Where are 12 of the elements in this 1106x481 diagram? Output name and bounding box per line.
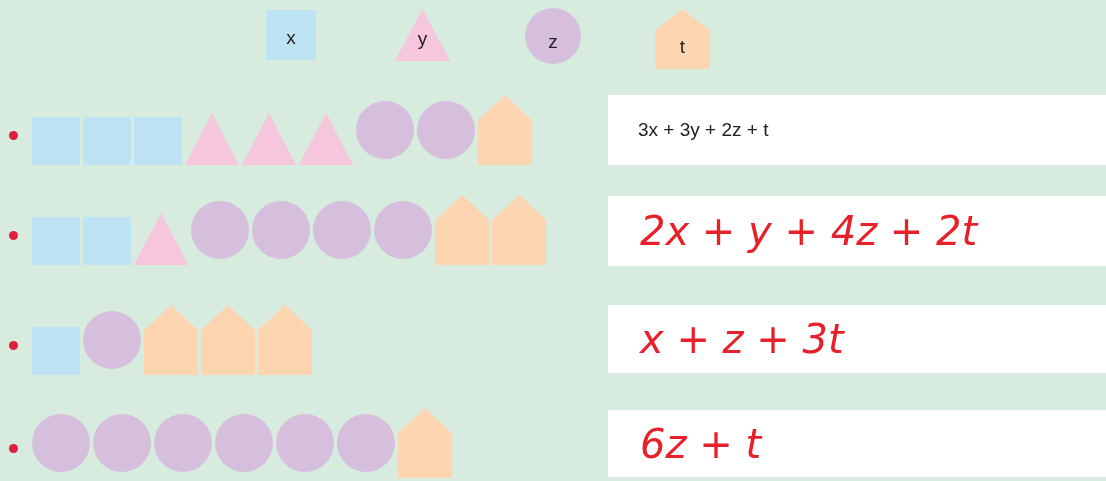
variable-label: y bbox=[417, 26, 428, 51]
handwritten-answer: 2x + y + 4z + 2t bbox=[640, 207, 978, 256]
answer-box bbox=[608, 95, 1106, 165]
variable-label: x bbox=[286, 25, 296, 50]
answer-box bbox=[608, 410, 1106, 477]
handwritten-answer: x + z + 3t bbox=[640, 315, 844, 364]
handwritten-answer: 6z + t bbox=[640, 419, 762, 469]
expression-text: 3x + 3y + 2z + t bbox=[638, 117, 769, 142]
variable-label: t bbox=[679, 34, 686, 59]
answer-box bbox=[608, 305, 1106, 373]
answer-box bbox=[608, 196, 1106, 266]
variable-label: z bbox=[548, 29, 558, 54]
